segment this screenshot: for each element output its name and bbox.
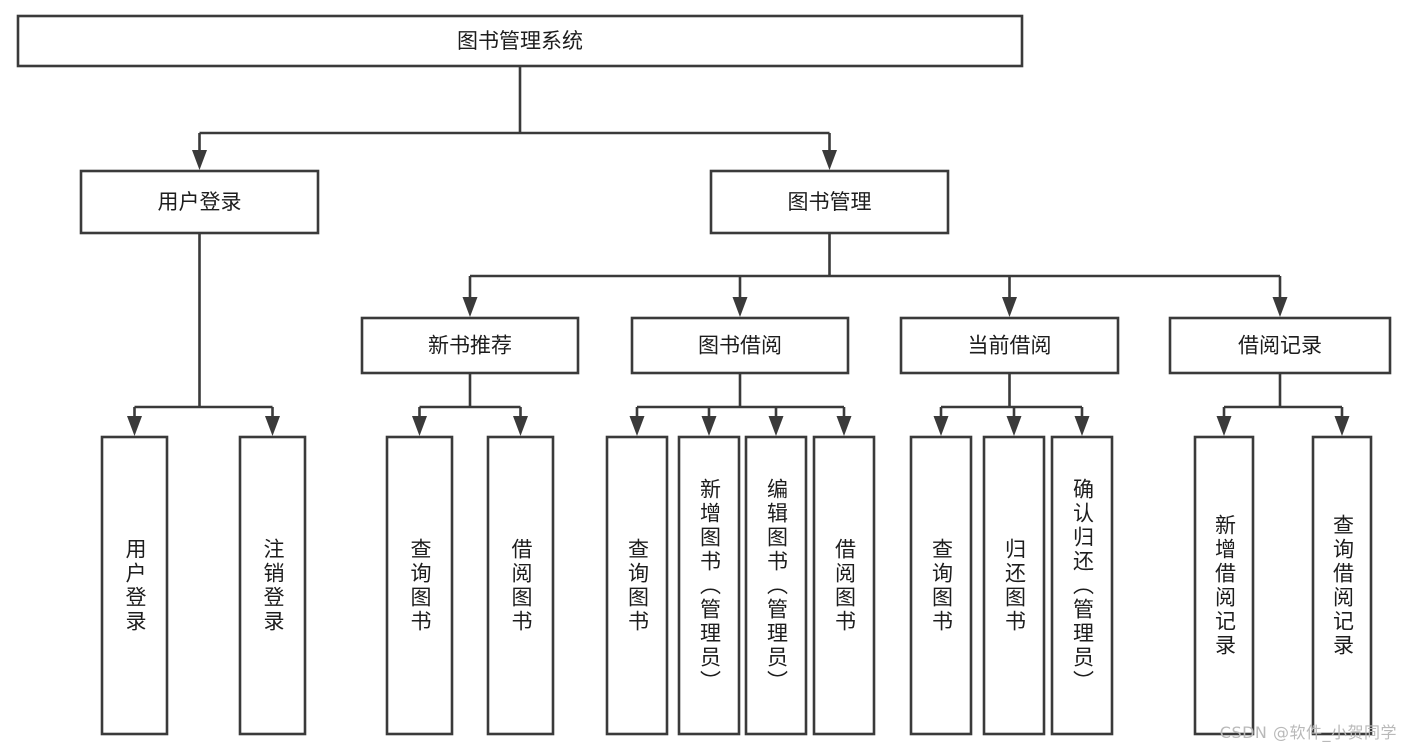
watermark-text: CSDN @软件_小贺同学 <box>1219 723 1397 742</box>
node-box-cb-return[interactable] <box>982 435 1046 736</box>
arrow-head-icon <box>1334 416 1350 436</box>
node-label-current-borrow: 当前借阅 <box>968 334 1052 358</box>
arrow-head-icon <box>265 416 280 436</box>
arrow-head-icon <box>412 416 427 436</box>
node-label-root: 图书管理系统 <box>457 29 583 53</box>
node-box-nb-borrow[interactable] <box>486 435 555 736</box>
node-box-book-manage[interactable] <box>709 169 950 235</box>
arrow-head-icon <box>462 297 478 317</box>
node-label-borrow-record: 借阅记录 <box>1238 334 1322 358</box>
arrow-head-icon <box>1002 297 1017 317</box>
node-label-book-borrow: 图书借阅 <box>698 334 782 358</box>
node-box-new-book-rec[interactable] <box>360 316 580 375</box>
node-box-user-login[interactable] <box>79 169 320 235</box>
node-box-cb-confirm[interactable] <box>1050 435 1114 736</box>
arrow-head-icon <box>1006 416 1022 436</box>
node-box-nb-query[interactable] <box>385 435 454 736</box>
node-box-borrow-record[interactable] <box>1168 316 1392 375</box>
node-box-bb-query[interactable] <box>605 435 669 736</box>
node-box-bb-edit[interactable] <box>744 435 808 736</box>
node-box-book-borrow[interactable] <box>630 316 850 375</box>
node-box-bb-borrow[interactable] <box>812 435 876 736</box>
arrow-head-icon <box>933 416 949 436</box>
node-box-bb-add[interactable] <box>677 435 741 736</box>
node-box-cb-query[interactable] <box>909 435 973 736</box>
arrow-head-icon <box>127 416 142 436</box>
node-label-new-book-rec: 新书推荐 <box>428 334 512 358</box>
node-label-user-login: 用户登录 <box>158 190 242 214</box>
arrow-head-icon <box>732 297 748 317</box>
arrow-head-icon <box>629 416 645 436</box>
node-box-br-query[interactable] <box>1311 435 1373 736</box>
arrow-head-icon <box>513 416 528 436</box>
arrow-head-icon <box>192 150 207 170</box>
node-box-root[interactable] <box>16 14 1024 68</box>
arrow-head-icon <box>1216 416 1232 436</box>
arrow-head-icon <box>1272 297 1288 317</box>
node-box-current-borrow[interactable] <box>899 316 1120 375</box>
arrow-head-icon <box>836 416 852 436</box>
node-box-leaf-user-login[interactable] <box>100 435 169 736</box>
node-box-leaf-logout[interactable] <box>238 435 307 736</box>
arrow-head-icon <box>768 416 784 436</box>
arrow-head-icon <box>1074 416 1090 436</box>
arrow-head-icon <box>701 416 717 436</box>
arrow-head-icon <box>822 150 837 170</box>
node-box-br-add[interactable] <box>1193 435 1255 736</box>
node-label-book-manage: 图书管理 <box>788 190 872 214</box>
